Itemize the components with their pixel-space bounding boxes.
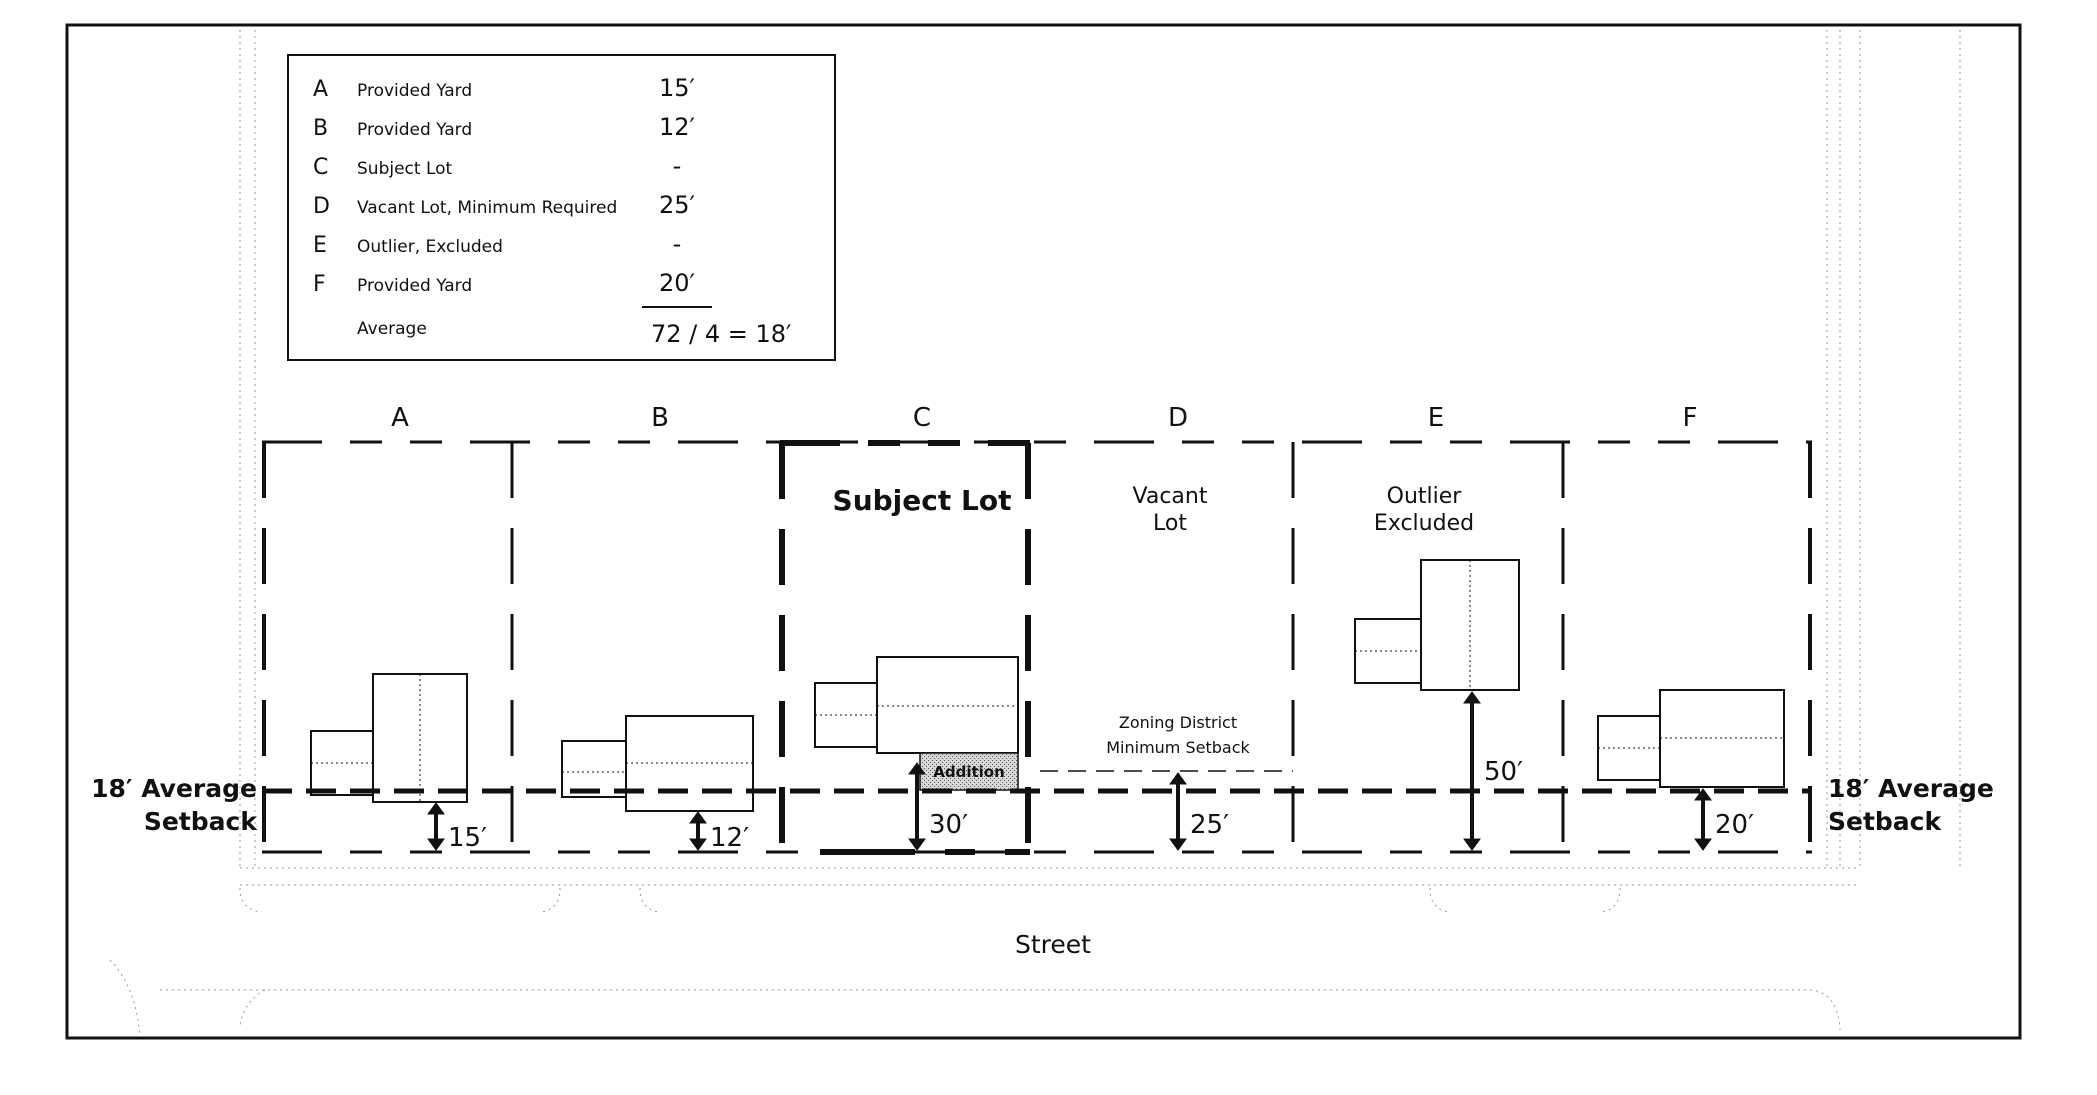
legend-label: Subject Lot (357, 159, 453, 179)
legend-value: 15′ (659, 74, 695, 102)
arrowhead-up-icon (1169, 772, 1187, 785)
arrowhead-up-icon (1463, 691, 1481, 704)
lot-boundaries (262, 440, 1812, 854)
legend-box: A Provided Yard 15′ B Provided Yard 12′ C Subje… (287, 54, 836, 361)
dimension-label: 30′ (929, 810, 968, 840)
dimension-label: 25′ (1190, 810, 1229, 840)
building-b (561, 715, 754, 812)
building-e (1354, 559, 1520, 691)
arrowhead-down-icon (1463, 838, 1481, 851)
lot-letter-e: E (1428, 403, 1444, 433)
building-a (310, 673, 468, 803)
legend-value: 12′ (659, 113, 695, 141)
legend-label: Provided Yard (357, 120, 472, 140)
legend-value: - (673, 152, 682, 180)
legend-average-value: 72 / 4 = 18′ (651, 320, 792, 348)
lot-letter-a: A (391, 403, 409, 433)
building-c (814, 656, 1019, 754)
dimension-label: 15′ (448, 823, 487, 853)
legend-letter: A (313, 77, 328, 102)
zoning-label-line1: Zoning District (1119, 713, 1237, 732)
legend-value: - (673, 230, 682, 258)
dimension-arrow-e: 50′ (1463, 691, 1523, 851)
lot-letter-d: D (1168, 403, 1188, 433)
lot-letter-c: C (913, 403, 931, 433)
legend-letter: F (313, 272, 326, 297)
outer-frame (65, 23, 2022, 1040)
legend-label: Provided Yard (357, 81, 472, 101)
vacant-lot-label-line1: Vacant (1133, 484, 1208, 509)
faint-background-lines (109, 30, 1961, 1036)
arrowhead-down-icon (1169, 838, 1187, 851)
lot-letter-f: F (1683, 403, 1698, 433)
legend-value: 25′ (659, 191, 695, 219)
zoning-label-line2: Minimum Setback (1106, 738, 1250, 757)
legend-letter: D (313, 194, 330, 219)
street-label: Street (1015, 930, 1091, 959)
arrowhead-down-icon (1694, 838, 1712, 851)
dimension-arrow-f: 20′ (1694, 788, 1754, 851)
legend-letter: C (313, 155, 328, 180)
legend-letter: E (313, 233, 327, 258)
outlier-label-line1: Outlier (1387, 484, 1463, 509)
arrowhead-down-icon (908, 838, 926, 851)
subject-lot-label: Subject Lot (833, 484, 1012, 517)
dimension-arrow-d: 25′ (1169, 772, 1229, 851)
dimension-label: 50′ (1484, 757, 1523, 787)
legend-label: Vacant Lot, Minimum Required (357, 198, 617, 218)
legend-value: 20′ (659, 269, 695, 297)
arrowhead-down-icon (689, 838, 707, 851)
legend-average-label: Average (357, 319, 427, 339)
lot-letter-b: B (651, 403, 669, 433)
subject-lot-boundary (779, 440, 1031, 855)
dimension-arrow-c: 30′ (908, 762, 968, 851)
addition-label: Addition (933, 763, 1005, 781)
arrowhead-up-icon (689, 811, 707, 824)
dimension-label: 20′ (1715, 810, 1754, 840)
dimension-label: 12′ (710, 823, 749, 853)
arrowhead-up-icon (1694, 788, 1712, 801)
legend-letter: B (313, 116, 328, 141)
avg-setback-right-line1: 18′ Average (1828, 774, 1994, 803)
outlier-label-line2: Excluded (1374, 511, 1474, 536)
legend-label: Outlier, Excluded (357, 237, 503, 257)
dimension-arrow-b: 12′ (689, 811, 749, 853)
arrowhead-down-icon (427, 838, 445, 851)
avg-setback-left-line2: Setback (144, 807, 258, 836)
arrowhead-up-icon (427, 802, 445, 815)
avg-setback-left-line1: 18′ Average (91, 774, 257, 803)
vacant-lot-label-line2: Lot (1153, 511, 1187, 536)
arrowhead-up-icon (908, 762, 926, 775)
buildings (310, 559, 1785, 812)
avg-setback-right-line2: Setback (1828, 807, 1942, 836)
building-f (1597, 689, 1785, 788)
legend-label: Provided Yard (357, 276, 472, 296)
dimension-arrow-a: 15′ (427, 802, 487, 853)
